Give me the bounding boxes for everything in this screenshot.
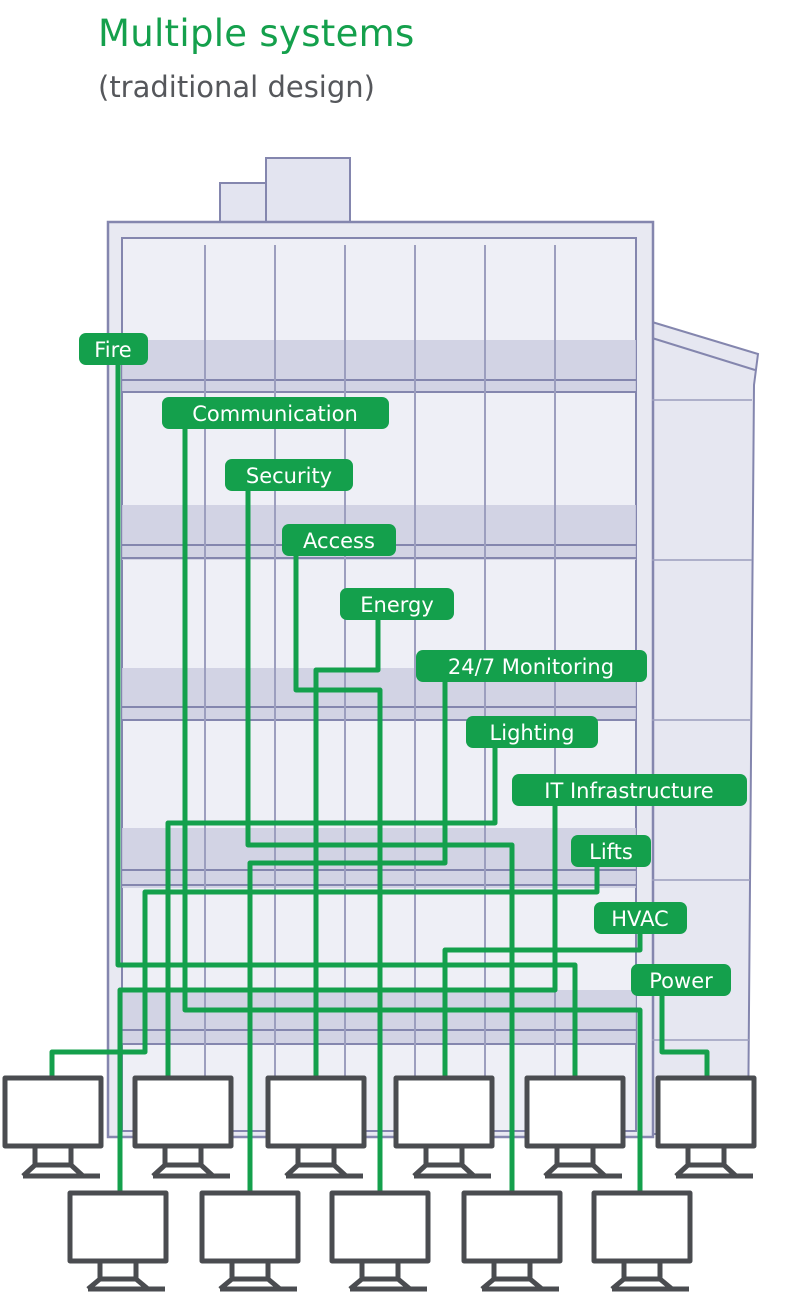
- wire-communication: [182, 425, 643, 1198]
- monitor-row-bottom: [67, 1190, 693, 1292]
- label-access: Access: [282, 524, 396, 556]
- monitor-row-top: [2, 1075, 757, 1179]
- label-it-infrastructure: IT Infrastructure: [512, 774, 747, 806]
- label-communication-text: Communication: [192, 402, 358, 426]
- wiring: [49, 359, 710, 1198]
- wire-fire: [115, 359, 578, 1081]
- monitor-icon: [591, 1190, 693, 1292]
- wire-monitoring: [247, 677, 448, 1198]
- monitor-icon: [461, 1190, 563, 1292]
- label-fire-text: Fire: [94, 338, 131, 362]
- label-monitoring-text: 24/7 Monitoring: [448, 655, 614, 679]
- wire-lighting: [165, 745, 498, 1081]
- wire-power: [659, 992, 710, 1081]
- page-title: Multiple systems: [98, 12, 415, 55]
- label-lighting-text: Lighting: [490, 721, 575, 745]
- system-labels: Fire Communication Security Access Energ…: [79, 333, 747, 996]
- wire-access: [293, 552, 383, 1198]
- monitor-icon: [67, 1190, 169, 1292]
- page-subtitle: (traditional design): [98, 70, 375, 104]
- wire-it: [117, 802, 558, 1198]
- label-power-text: Power: [649, 969, 713, 993]
- label-access-text: Access: [303, 529, 375, 553]
- monitor-icon: [2, 1075, 104, 1179]
- monitor-icon: [393, 1075, 495, 1179]
- label-security-text: Security: [246, 464, 332, 488]
- label-monitoring: 24/7 Monitoring: [416, 650, 647, 682]
- label-energy-text: Energy: [360, 593, 434, 617]
- label-communication: Communication: [162, 397, 389, 429]
- monitor-icon: [199, 1190, 301, 1292]
- label-power: Power: [631, 964, 731, 996]
- monitor-icon: [655, 1075, 757, 1179]
- label-fire: Fire: [79, 333, 148, 365]
- label-lifts: Lifts: [571, 835, 651, 867]
- wire-energy: [313, 617, 381, 1081]
- label-hvac: HVAC: [594, 902, 687, 934]
- monitor-icon: [329, 1190, 431, 1292]
- monitor-icon: [524, 1075, 626, 1179]
- label-hvac-text: HVAC: [611, 907, 668, 931]
- label-energy: Energy: [340, 588, 454, 620]
- monitor-icon: [265, 1075, 367, 1179]
- wire-lifts: [49, 863, 600, 1081]
- label-lifts-text: Lifts: [589, 840, 633, 864]
- label-lighting: Lighting: [466, 716, 598, 748]
- wire-hvac: [442, 929, 643, 1081]
- monitor-icon: [132, 1075, 234, 1179]
- label-it-infrastructure-text: IT Infrastructure: [544, 779, 713, 803]
- label-security: Security: [225, 459, 353, 491]
